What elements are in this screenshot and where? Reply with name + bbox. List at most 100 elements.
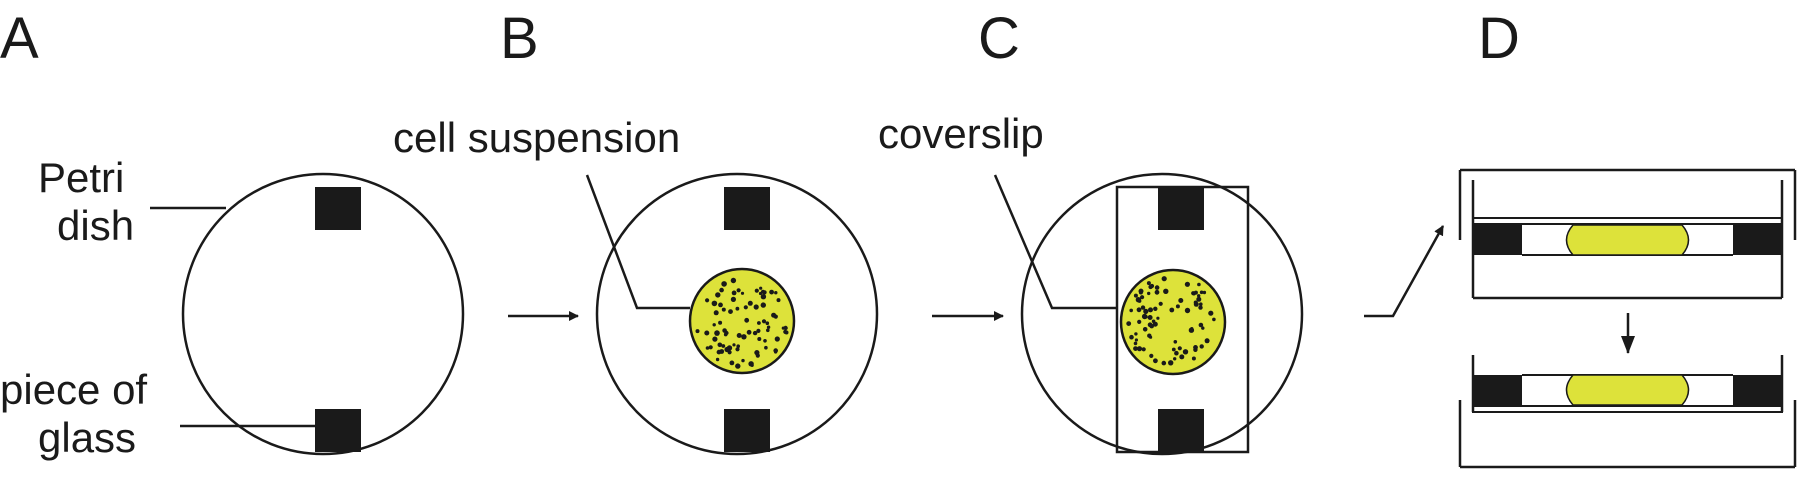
cell-dot: [1198, 322, 1204, 328]
cell-dot: [773, 314, 778, 319]
cell-dot: [1191, 356, 1196, 361]
cell-dot: [712, 336, 718, 342]
cell-dot: [750, 363, 754, 367]
cell-dot: [1168, 360, 1174, 366]
cell-dot: [1133, 346, 1138, 351]
cell-dot: [753, 304, 759, 310]
cell-dot: [705, 298, 710, 303]
leader-cell-suspension: [585, 174, 690, 310]
cell-dot: [713, 310, 719, 316]
cell-dots-c: [1126, 276, 1216, 366]
cell-dot: [695, 329, 700, 334]
cell-dot: [774, 291, 778, 295]
cell-dot: [769, 289, 774, 295]
panel-a: Petri dish piece of glass: [0, 154, 465, 461]
petri-dish-c: [1020, 172, 1304, 456]
cell-dot: [1175, 304, 1180, 309]
cell-dot: [760, 302, 766, 308]
cell-dot: [1133, 341, 1138, 346]
cell-dot: [758, 291, 763, 296]
cell-dot: [1158, 301, 1163, 306]
side-view-bottom: [1458, 355, 1797, 469]
cell-dot: [715, 292, 721, 298]
label-cell-suspension: cell suspension: [393, 114, 680, 161]
cell-dot: [757, 337, 762, 341]
cell-dot: [752, 330, 758, 336]
glass-piece-d-bottom-right: [1733, 375, 1782, 406]
cell-dot: [1134, 332, 1138, 336]
label-petri-line1: Petri: [38, 154, 124, 201]
cell-dot: [1146, 281, 1151, 286]
cell-dot: [1136, 346, 1143, 352]
cell-dot: [1177, 346, 1182, 351]
cell-dot: [1129, 308, 1133, 313]
cell-dot: [730, 277, 737, 284]
cell-dot: [766, 328, 770, 333]
cell-dot: [1197, 294, 1201, 298]
cell-dot: [1149, 323, 1154, 329]
glass-piece-a-bottom: [315, 409, 361, 452]
cell-dot: [1138, 290, 1143, 295]
cell-dot: [729, 360, 735, 366]
glass-piece-d-top-left: [1473, 224, 1522, 255]
cell-dot: [754, 350, 760, 356]
cell-dots-b: [695, 277, 789, 369]
cell-dot: [1179, 354, 1185, 360]
panel-label-c: C: [978, 6, 1020, 71]
cell-dot: [1140, 295, 1145, 300]
cell-dot: [743, 305, 748, 310]
panel-label-a: A: [0, 6, 39, 71]
cell-dot: [1199, 344, 1204, 349]
cell-dot: [721, 307, 726, 312]
cell-dot: [1161, 360, 1167, 366]
cell-suspension-drop-b: [688, 267, 796, 375]
cell-dot: [1147, 315, 1153, 320]
cell-dot: [1151, 319, 1156, 324]
glass-piece-d-bottom-left: [1473, 375, 1522, 406]
cell-dot: [730, 296, 737, 302]
cell-dot: [1143, 314, 1148, 319]
cell-dot: [1196, 296, 1202, 302]
cell-dot: [1198, 305, 1203, 310]
glass-piece-b-top: [724, 187, 770, 230]
cell-dot: [1184, 281, 1190, 287]
cell-dot: [719, 287, 724, 293]
petri-dish-b: [595, 172, 879, 456]
cell-dot: [773, 348, 778, 353]
cell-dot: [735, 306, 740, 311]
cell-dot: [757, 321, 761, 325]
cell-dot: [1148, 307, 1153, 313]
cell-dot: [1147, 333, 1152, 338]
label-glass-line2: glass: [38, 414, 136, 461]
cell-dot: [783, 325, 788, 331]
cell-dot: [718, 302, 723, 308]
cell-dot: [1178, 298, 1184, 303]
coverslip-d-top: [1472, 217, 1783, 225]
side-view-top: [1458, 168, 1797, 300]
cell-dot: [762, 290, 767, 295]
label-glass-line1: piece of: [0, 366, 147, 413]
cell-dot: [1171, 347, 1176, 352]
cell-dot: [1134, 338, 1138, 342]
cell-dot: [1204, 338, 1210, 344]
cell-dot: [776, 298, 781, 303]
glass-piece-c-bottom: [1158, 409, 1204, 452]
cell-dot: [766, 325, 771, 329]
cell-dot: [764, 345, 768, 350]
cell-dot: [1197, 282, 1201, 287]
cell-dot: [722, 328, 727, 333]
cell-dot: [761, 319, 767, 324]
cell-dot: [705, 346, 710, 350]
cell-dot: [1154, 289, 1160, 295]
cell-suspension-d-bottom: [1565, 374, 1690, 406]
cell-dot: [1142, 327, 1148, 332]
cell-suspension-d-top: [1565, 224, 1690, 256]
cell-dot: [1135, 297, 1142, 303]
cell-dot: [736, 344, 740, 349]
label-coverslip: coverslip: [878, 110, 1044, 157]
cell-dot: [1137, 319, 1142, 324]
cell-dot: [719, 349, 725, 354]
cell-dot: [746, 329, 752, 335]
cell-dot: [1153, 306, 1158, 311]
